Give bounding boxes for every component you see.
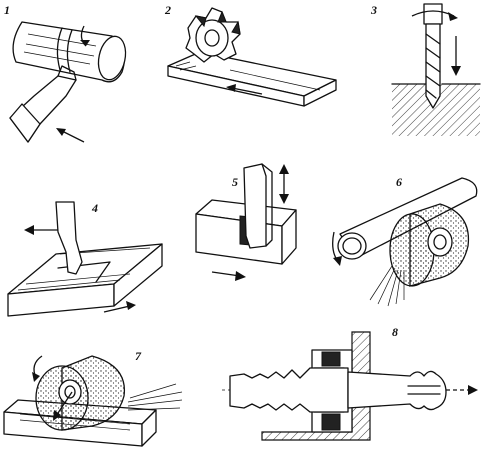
workpiece-cylinder	[12, 21, 127, 83]
panel-label-4: 4	[92, 201, 98, 215]
wheel-rotation-arrow	[32, 355, 43, 382]
grinding-sparks	[369, 265, 405, 307]
milling-cutter	[185, 7, 241, 63]
planing-workpiece	[7, 243, 163, 317]
rotation-arrow	[80, 25, 90, 47]
broach-pull-arrow	[446, 385, 478, 395]
panel-surface-grinding	[3, 355, 183, 447]
surface-grinding-sparks	[127, 383, 183, 411]
panel-label-6: 6	[396, 175, 402, 189]
twist-drill	[423, 3, 443, 109]
panel-label-1: 1	[4, 3, 10, 17]
surface-grinding-wheel	[35, 355, 126, 431]
panel-label-2: 2	[165, 3, 171, 17]
panel-slotting	[195, 163, 297, 281]
lathe-cutting-tool	[9, 65, 77, 143]
cylinder-rotation-arrow	[332, 231, 342, 266]
slotting-tool	[243, 163, 273, 249]
panel-label-7: 7	[135, 349, 141, 363]
panel-label-5: 5	[232, 175, 238, 189]
panel-broaching	[222, 331, 478, 441]
panel-planing	[7, 201, 163, 317]
panel-label-8: 8	[392, 325, 398, 339]
milling-feed-arrow	[226, 84, 263, 95]
spindle-arrow	[53, 391, 73, 421]
panel-cylindrical-grinding	[332, 177, 478, 307]
broach-tool	[229, 367, 447, 413]
vertical-reciprocating-arrow	[279, 164, 289, 204]
drill-rotation-arrow	[411, 10, 458, 21]
panel-drilling	[391, 3, 481, 136]
grinding-wheel	[389, 203, 470, 287]
table-motion-arrow	[103, 301, 136, 313]
tool-return-arrow	[24, 225, 58, 235]
panel-milling	[167, 7, 337, 107]
feed-arrow	[56, 128, 85, 143]
panel-label-3: 3	[371, 3, 377, 17]
slotting-feed-arrow	[211, 271, 246, 281]
milling-workpiece-block	[167, 51, 337, 107]
drill-feed-arrow	[451, 36, 461, 76]
planing-tool	[55, 201, 83, 275]
panel-turning	[9, 21, 127, 143]
